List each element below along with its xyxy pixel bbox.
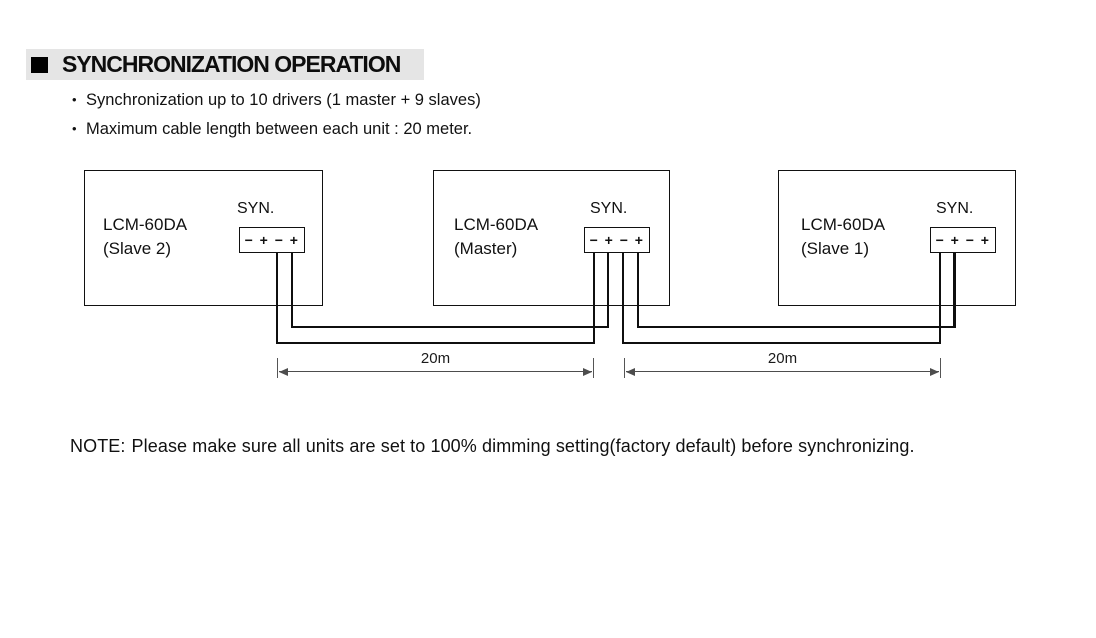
note: NOTE:Please make sure all units are set … <box>70 436 915 457</box>
unit-role: (Master) <box>454 239 518 258</box>
unit-label: LCM-60DA (Slave 1) <box>801 213 885 261</box>
terminal-block-slave1: − + − + <box>930 227 996 253</box>
terminal-block-slave2: − + − + <box>239 227 305 253</box>
note-body: Please make sure all units are set to 10… <box>131 436 915 456</box>
bullet-item: • Maximum cable length between each unit … <box>72 120 472 139</box>
arrow-right-icon <box>583 368 592 376</box>
syn-port-label: SYN. <box>237 200 275 217</box>
terminal-polarity-text: − + − + <box>935 232 991 248</box>
dimension-tick <box>593 358 594 378</box>
dimension-tick <box>277 358 278 378</box>
unit-model: LCM-60DA <box>801 215 886 234</box>
dimension-left-20m: 20m <box>277 350 594 382</box>
unit-label: LCM-60DA (Slave 2) <box>103 213 187 261</box>
syn-port-label: SYN. <box>590 200 628 217</box>
unit-role: (Slave 1) <box>801 239 870 258</box>
bullet-dot-icon: • <box>72 121 77 136</box>
dimension-tick <box>624 358 625 378</box>
wire-left-minus-horizontal <box>276 342 595 344</box>
terminal-block-master: − + − + <box>584 227 650 253</box>
square-bullet-icon <box>31 56 48 73</box>
dimension-line <box>279 371 592 373</box>
dimension-tick <box>940 358 941 378</box>
wire-slave2-plus-vertical <box>291 253 293 328</box>
note-prefix: NOTE: <box>70 436 126 456</box>
dimension-label: 20m <box>420 350 451 367</box>
arrow-left-icon <box>279 368 288 376</box>
section-title: SYNCHRONIZATION OPERATION <box>62 51 401 77</box>
wire-slave1-minus-vertical <box>939 253 941 344</box>
syn-port-label: SYN. <box>936 200 974 217</box>
wire-right-plus-horizontal <box>637 326 956 328</box>
dimension-right-20m: 20m <box>624 350 941 382</box>
terminal-polarity-text: − + − + <box>244 232 300 248</box>
unit-model: LCM-60DA <box>103 215 188 234</box>
wire-master-term1-vertical <box>593 253 595 344</box>
wire-master-term4-vertical <box>637 253 639 328</box>
wire-master-term3-vertical <box>622 253 624 344</box>
arrow-right-icon <box>930 368 939 376</box>
unit-label: LCM-60DA (Master) <box>454 213 538 261</box>
wire-slave1-plus-vertical <box>953 253 956 328</box>
wire-master-term2-vertical <box>607 253 609 328</box>
section-title-bar: SYNCHRONIZATION OPERATION <box>26 49 424 80</box>
unit-model: LCM-60DA <box>454 215 539 234</box>
dimension-label: 20m <box>767 350 798 367</box>
bullet-text: Synchronization up to 10 drivers (1 mast… <box>86 91 481 109</box>
bullet-item: • Synchronization up to 10 drivers (1 mas… <box>72 91 481 110</box>
bullet-dot-icon: • <box>72 92 77 107</box>
dimension-line <box>626 371 939 373</box>
wire-right-minus-horizontal <box>622 342 941 344</box>
wire-left-plus-horizontal <box>291 326 609 328</box>
bullet-text: Maximum cable length between each unit :… <box>86 120 473 138</box>
terminal-polarity-text: − + − + <box>589 232 645 248</box>
wire-slave2-minus-vertical <box>276 253 278 344</box>
unit-role: (Slave 2) <box>103 239 172 258</box>
arrow-left-icon <box>626 368 635 376</box>
